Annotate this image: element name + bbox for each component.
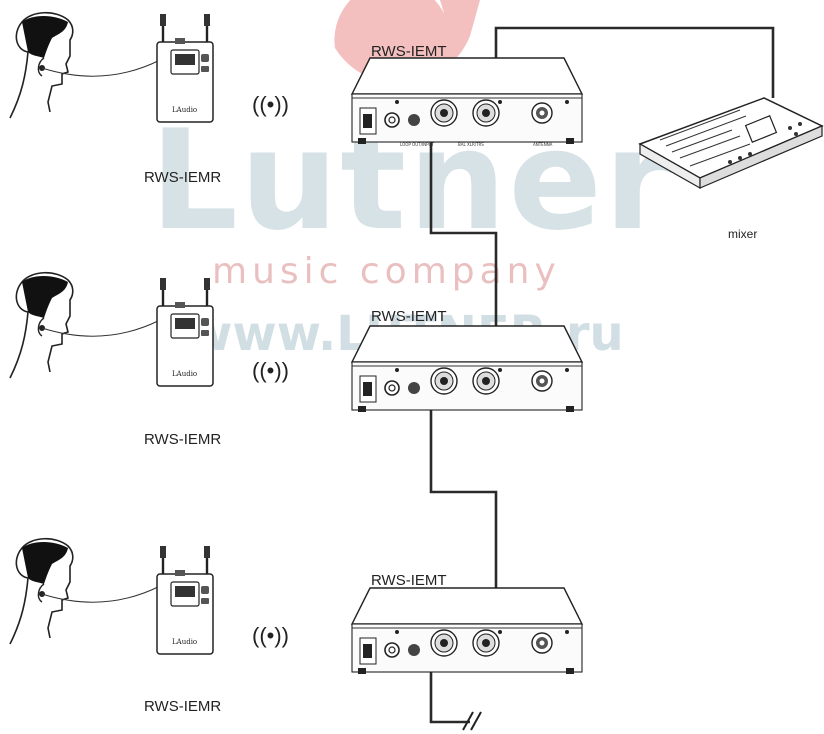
receiver-3: LAudio — [155, 544, 215, 656]
cable-tx3-out — [429, 662, 470, 724]
transmitter-unit-icon — [351, 325, 583, 413]
panel-bal-label: BAL XLR/TRS — [458, 142, 484, 147]
receiver-2-label: RWS-IEMR — [144, 431, 221, 448]
person-with-earphones-icon — [9, 271, 74, 379]
cable-tx2-to-tx3 — [429, 403, 498, 636]
person-2 — [9, 271, 74, 379]
cable-break-mark-2 — [470, 711, 482, 731]
receiver-2-brand: LAudio — [172, 370, 197, 378]
earphone-cable-2 — [41, 319, 161, 337]
transmitter-3-label: RWS-IEMT — [371, 572, 447, 589]
transmitter-1 — [351, 57, 583, 145]
receiver-3-brand: LAudio — [172, 638, 197, 646]
receiver-1: LAudio — [155, 12, 215, 124]
receiver-3-label: RWS-IEMR — [144, 698, 221, 715]
wireless-signal-icon: ((•)) — [252, 623, 289, 648]
panel-loop-label: LOOP OUT/INPUT — [400, 142, 434, 147]
mixer-label: mixer — [728, 227, 757, 241]
mixer-console-icon — [638, 97, 824, 190]
receiver-1-brand: LAudio — [172, 106, 197, 114]
transmitter-3 — [351, 587, 583, 675]
person-with-earphones-icon — [9, 11, 74, 119]
panel-antenna-label: ANTENNA — [533, 142, 553, 147]
watermark-tagline: music company — [212, 251, 561, 292]
person-1 — [9, 11, 74, 119]
earphone-cable-3 — [41, 585, 161, 603]
cable-break-mark — [462, 711, 474, 731]
transmitter-2 — [351, 325, 583, 413]
earphone-cable-1 — [41, 59, 161, 77]
receiver-2: LAudio — [155, 276, 215, 388]
transmitter-2-label: RWS-IEMT — [371, 308, 447, 325]
cable-tx1-to-tx2 — [429, 136, 498, 374]
person-with-earphones-icon — [9, 537, 74, 645]
transmitter-unit-icon — [351, 587, 583, 675]
receiver-1-label: RWS-IEMR — [144, 169, 221, 186]
transmitter-unit-icon — [351, 57, 583, 145]
wireless-signal-icon: ((•)) — [252, 92, 289, 117]
transmitter-1-label: RWS-IEMT — [371, 43, 447, 60]
person-3 — [9, 537, 74, 645]
wireless-signal-icon: ((•)) — [252, 358, 289, 383]
cables — [429, 26, 775, 731]
